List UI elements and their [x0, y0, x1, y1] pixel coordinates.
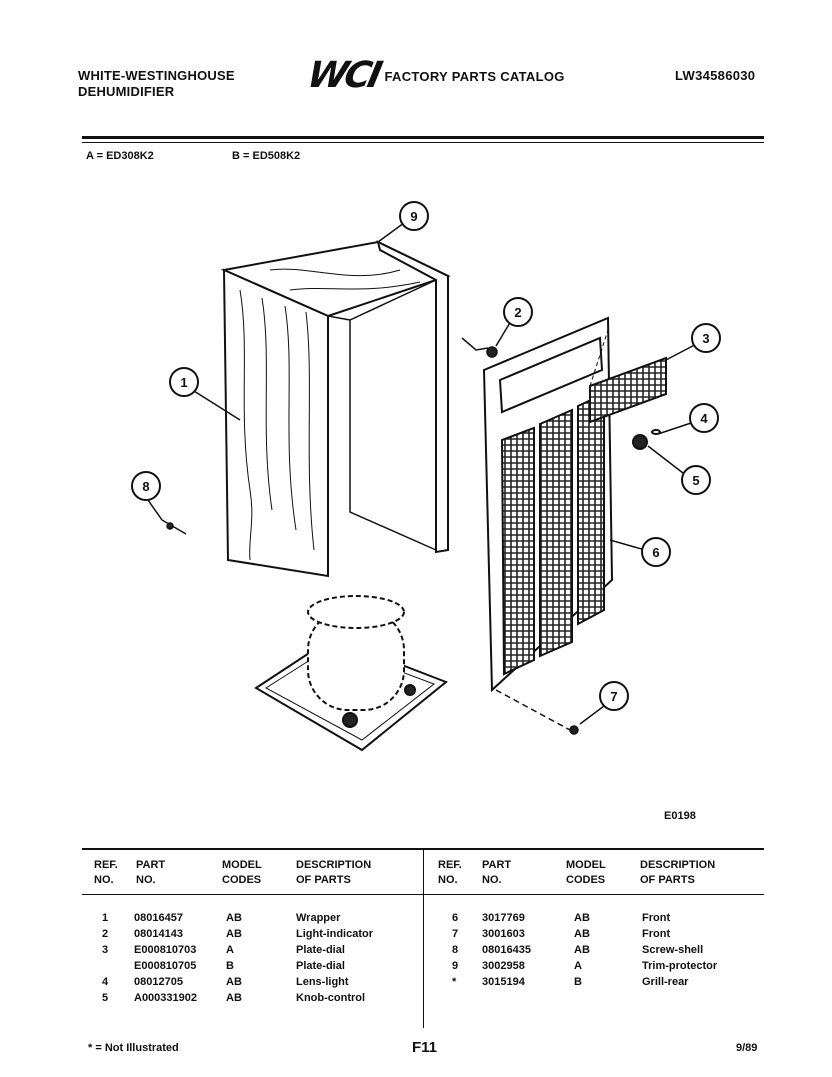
model-code: AB: [226, 976, 242, 988]
table-top-rule: [82, 848, 764, 850]
ref-no: 5: [102, 992, 109, 1004]
drawing-code: E0198: [664, 810, 696, 822]
brand-name: WHITE-WESTINGHOUSE: [78, 68, 235, 83]
header-part-no: PART NO.: [136, 859, 166, 886]
header-model-codes-right: MODEL CODES: [566, 859, 606, 886]
header-description: DESCRIPTION OF PARTS: [296, 859, 372, 886]
model-code: AB: [226, 912, 242, 924]
page-number: F11: [412, 1039, 438, 1056]
description: Front: [642, 912, 671, 924]
header-model-codes: MODEL CODES: [222, 859, 262, 886]
callout-2: 2: [514, 305, 521, 320]
compressor-base: [254, 595, 448, 752]
description: Front: [642, 928, 671, 940]
ref-no: 8: [452, 944, 459, 956]
part-no: 3002958: [482, 960, 525, 972]
revision-date: 9/89: [736, 1042, 758, 1054]
callout-6: 6: [652, 545, 659, 560]
wrapper-cabinet: [220, 240, 451, 578]
part-no: A000331902: [134, 992, 198, 1004]
part-no: 3001603: [482, 928, 525, 940]
model-code: AB: [226, 992, 242, 1004]
callout-3: 3: [702, 331, 709, 346]
ref-no: 1: [102, 912, 109, 924]
callout-5: 5: [692, 473, 699, 488]
description: Lens-light: [296, 976, 349, 988]
callouts: [131, 201, 721, 725]
front-panel: [482, 316, 667, 693]
header-ref-no: REF. NO.: [94, 859, 118, 886]
description: Plate-dial: [296, 960, 345, 972]
ref-no: 2: [102, 928, 109, 940]
ref-no: 4: [102, 976, 109, 988]
callout-7: 7: [610, 689, 617, 704]
header-part-no-right: PART NO.: [482, 859, 512, 886]
model-b: B = ED508K2: [232, 150, 301, 162]
description: Wrapper: [296, 912, 341, 924]
part-no: E000810703: [134, 944, 197, 956]
header-rule-thin: [82, 142, 764, 143]
header-description-right: DESCRIPTION OF PARTS: [640, 859, 716, 886]
part-no: 08014143: [134, 928, 183, 940]
model-code: AB: [574, 912, 590, 924]
brand-block: WHITE-WESTINGHOUSE DEHUMIDIFIER: [78, 68, 235, 100]
table-divider: [423, 850, 424, 1028]
model-code: B: [574, 976, 582, 988]
description: Grill-rear: [642, 976, 689, 988]
ref-no: 3: [102, 944, 109, 956]
ref-no: 7: [452, 928, 459, 940]
model-code: A: [574, 960, 582, 972]
ref-no: 9: [452, 960, 459, 972]
screw-shell: [161, 519, 187, 535]
description: Trim-protector: [642, 960, 718, 972]
catalog-title: FACTORY PARTS CATALOG: [384, 68, 565, 84]
exploded-parts-diagram: 1 2 3 4 5 6 7 8 9: [131, 201, 721, 752]
part-no: 08016457: [134, 912, 183, 924]
ref-no: 6: [452, 912, 459, 924]
catalog-number: LW34586030: [675, 68, 756, 83]
header-rule: [82, 136, 764, 139]
part-no: 3017769: [482, 912, 525, 924]
model-code: AB: [574, 944, 590, 956]
front-screw: [495, 689, 579, 735]
wci-logo: WCI: [303, 55, 383, 96]
model-code: AB: [226, 928, 242, 940]
description: Plate-dial: [296, 944, 345, 956]
model-a: A = ED308K2: [86, 150, 154, 162]
catalog-header: WCI FACTORY PARTS CATALOG: [304, 55, 565, 96]
product-type: DEHUMIDIFIER: [78, 84, 175, 99]
callout-4: 4: [700, 411, 708, 426]
callout-1: 1: [180, 375, 187, 390]
description: Screw-shell: [642, 944, 704, 956]
not-illustrated-note: * = Not Illustrated: [88, 1042, 179, 1054]
part-no: 08012705: [134, 976, 183, 988]
callout-9: 9: [410, 209, 417, 224]
model-code: AB: [574, 928, 590, 940]
model-code: B: [226, 960, 234, 972]
light-indicator: [461, 337, 498, 358]
part-no: 08016435: [482, 944, 531, 956]
description: Light-indicator: [296, 928, 373, 940]
model-code: A: [226, 944, 234, 956]
callout-8: 8: [142, 479, 149, 494]
part-no: 3015194: [482, 976, 525, 988]
description: Knob-control: [296, 992, 366, 1004]
part-no: E000810705: [134, 960, 197, 972]
header-ref-no-right: REF. NO.: [438, 859, 462, 886]
ref-no: *: [452, 976, 457, 988]
